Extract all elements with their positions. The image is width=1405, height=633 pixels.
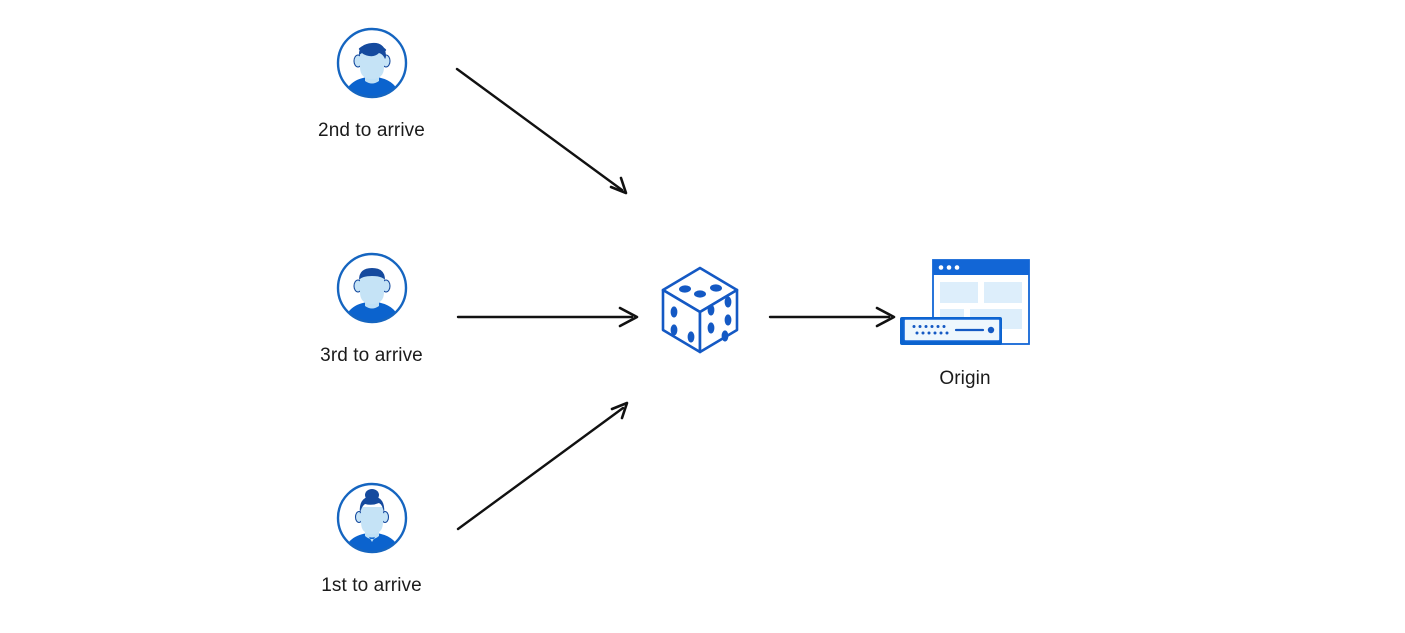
node-client-1st[interactable]: 1st to arrive bbox=[294, 480, 449, 598]
client-label: 2nd to arrive bbox=[318, 120, 425, 141]
node-client-2nd[interactable]: 2nd to arrive bbox=[294, 25, 449, 143]
user-avatar-icon bbox=[334, 250, 410, 326]
dice-icon bbox=[655, 262, 745, 358]
client-label: 1st to arrive bbox=[321, 575, 422, 596]
origin-label: Origin bbox=[939, 368, 991, 389]
user-avatar-icon bbox=[334, 25, 410, 101]
node-origin-server[interactable]: Origin bbox=[895, 255, 1035, 391]
server-device-icon bbox=[900, 317, 1002, 345]
origin-server-icon bbox=[895, 255, 1035, 355]
client-label: 3rd to arrive bbox=[320, 345, 423, 366]
node-client-3rd[interactable]: 3rd to arrive bbox=[294, 250, 449, 368]
arrow-2nd-to-dice bbox=[455, 67, 628, 195]
arrow-1st-to-dice bbox=[456, 401, 629, 531]
arrow-dice-to-origin bbox=[768, 306, 896, 328]
arrow-3rd-to-dice bbox=[456, 306, 639, 328]
user-avatar-icon bbox=[334, 480, 410, 556]
node-random-selector[interactable] bbox=[655, 262, 745, 358]
